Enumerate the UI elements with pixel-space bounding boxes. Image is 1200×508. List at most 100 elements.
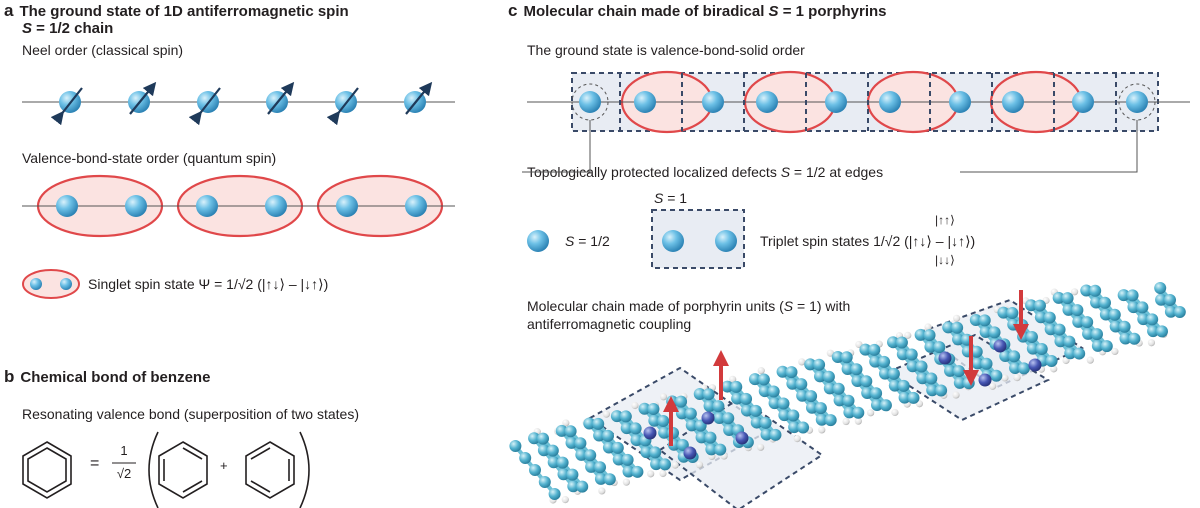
carbon-atom	[594, 472, 607, 485]
carbon-atom	[1052, 291, 1065, 304]
carbon-atom	[1035, 342, 1048, 355]
carbon-atom	[769, 428, 782, 441]
spin-sphere	[405, 195, 427, 217]
spin-symbol: S	[22, 20, 33, 37]
carbon-atom	[1061, 292, 1074, 305]
carbon-atom	[824, 414, 837, 427]
spin-sphere	[1072, 91, 1094, 113]
panel-c-title-post: = 1 porphyrins	[778, 3, 887, 20]
carbon-atom	[1098, 296, 1111, 309]
singlet-state-label: Singlet spin state Ψ = 1/√2 (|↑↓⟩ – |↓↑⟩…	[88, 276, 329, 292]
carbon-atom	[859, 343, 872, 356]
carbon-atom	[1081, 316, 1094, 329]
edge-defect-ring	[1118, 83, 1156, 121]
carbon-atom	[740, 404, 753, 417]
carbon-atom	[988, 326, 1001, 339]
carbon-atom	[767, 385, 780, 398]
carbon-atom	[759, 416, 772, 429]
carbon-atom	[895, 336, 908, 349]
porphyrin-chain-label-line2: antiferromagnetic coupling	[527, 316, 692, 332]
panel-a-title-line2: S = 1/2 chain	[22, 20, 113, 37]
carbon-atom	[888, 379, 901, 392]
carbon-atom	[814, 402, 827, 415]
carbon-atom	[555, 424, 568, 437]
carbon-atom	[1025, 330, 1038, 343]
nitrogen-atom	[735, 431, 749, 445]
s1-value: = 1	[663, 190, 688, 206]
vbs-order-label: Valence-bond-state order (quantum spin)	[22, 150, 277, 166]
carbon-atom	[979, 326, 992, 339]
carbon-atom	[603, 473, 616, 486]
carbon-atom	[1034, 311, 1047, 324]
carbon-atom	[833, 394, 846, 407]
carbon-atom	[1053, 323, 1066, 336]
carbon-atom	[869, 355, 882, 368]
neel-spin	[326, 87, 359, 126]
carbon-atom	[611, 441, 624, 454]
carbon-atom	[805, 401, 818, 414]
hydrogen-atom	[818, 426, 826, 434]
carbon-atom	[1025, 299, 1038, 312]
carbon-atom	[805, 390, 818, 403]
nitrogen-atom	[701, 411, 715, 425]
carbon-atom	[1080, 284, 1093, 297]
carbon-atom	[822, 370, 835, 383]
benzene-left	[22, 441, 72, 499]
spin-sphere	[579, 91, 601, 113]
carbon-atom	[788, 421, 801, 434]
carbon-atom	[933, 341, 946, 354]
porphyrin-chain-post: = 1) with	[793, 298, 851, 314]
carbon-atom	[760, 428, 773, 441]
carbon-atom	[659, 458, 672, 471]
plus-sign: +	[220, 458, 228, 473]
carbon-atom	[1137, 313, 1150, 326]
carbon-atom	[785, 366, 798, 379]
carbon-atom	[610, 410, 623, 423]
carbon-atom	[871, 399, 883, 411]
carbon-atom	[1155, 293, 1168, 306]
carbon-atom	[840, 351, 853, 364]
hydrogen-atom	[659, 393, 668, 401]
carbon-atom	[1128, 332, 1141, 345]
carbon-atom	[1033, 299, 1046, 312]
carbon-atom	[951, 321, 964, 334]
carbon-atom	[768, 397, 781, 410]
carbon-atom	[795, 378, 808, 391]
carbon-atom	[548, 488, 561, 500]
neel-chain	[22, 81, 455, 126]
carbon-atom	[831, 351, 844, 363]
s1-legend-sphere	[662, 230, 684, 252]
carbon-atom	[593, 429, 606, 442]
nitrogen-atom	[643, 426, 657, 440]
carbon-atom	[860, 375, 873, 388]
carbon-atom	[649, 446, 662, 459]
carbon-atom	[528, 432, 541, 445]
carbon-atom	[843, 406, 856, 419]
carbon-atom	[823, 382, 836, 395]
carbon-atom	[924, 340, 937, 353]
carbon-atom	[887, 367, 900, 380]
carbon-atom	[1118, 320, 1131, 333]
triplet-up-up: |↑↑⟩	[935, 213, 955, 227]
carbon-atom	[714, 443, 727, 456]
carbon-atom	[721, 380, 734, 393]
carbon-atom	[804, 358, 817, 371]
panel-a-title-line1: The ground state of 1D antiferromagnetic…	[19, 3, 349, 20]
carbon-atom	[778, 409, 791, 422]
carbon-atom	[980, 357, 993, 370]
s1-box-label: S = 1	[654, 190, 687, 207]
hydrogen-atom	[798, 358, 806, 366]
carbon-atom	[850, 363, 863, 376]
spin-sphere	[1002, 91, 1024, 113]
equals-sign: =	[90, 455, 100, 472]
carbon-atom	[777, 397, 790, 410]
s-half-legend-sphere	[527, 230, 549, 252]
carbon-atom	[925, 372, 938, 385]
carbon-atom	[650, 458, 663, 471]
carbon-atom	[969, 314, 982, 327]
carbon-atom	[915, 360, 928, 373]
carbon-atom	[685, 419, 698, 432]
carbon-atom	[952, 333, 965, 346]
